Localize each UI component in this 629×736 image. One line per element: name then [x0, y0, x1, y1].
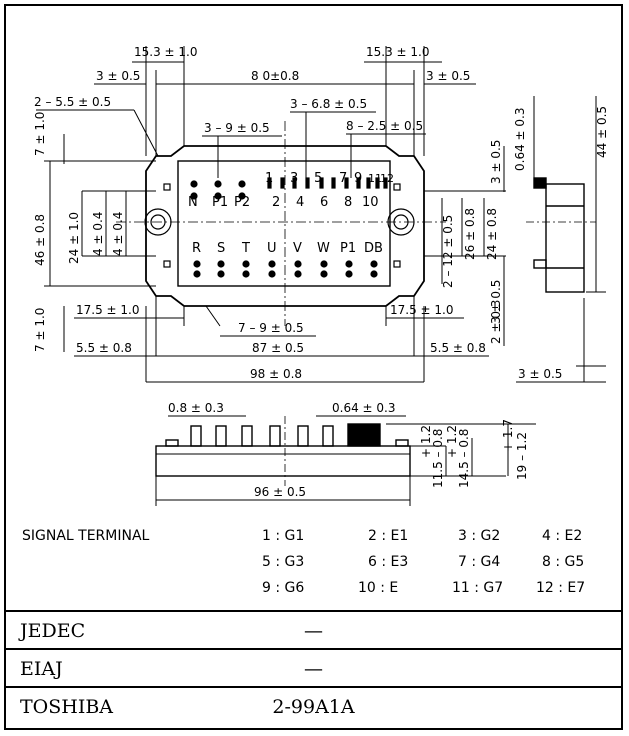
dim-right-3a: 3 ± 0.5 — [489, 140, 503, 184]
toshiba-value: 2-99A1A — [272, 696, 355, 718]
right-dimension-lines — [424, 146, 506, 346]
signal-terminal-entry: 10 : E — [358, 580, 399, 596]
signal-terminal-entry: 9 : G6 — [262, 580, 305, 596]
terminal-label: S — [217, 241, 225, 256]
dim-bottom-7-9: 7 – 9 ± 0.5 — [238, 321, 304, 335]
pin-number: 12 — [380, 172, 394, 185]
dim-right-26: 26 ± 0.8 — [463, 208, 477, 260]
jedec-row: JEDEC — — [6, 610, 621, 650]
dim-front-19-a: 19 – 1.2 — [515, 432, 529, 480]
pin-number: 7 — [339, 171, 347, 186]
dim-top-right-15-3: 15.3 ± 1.0 — [366, 45, 430, 59]
dim-left-5-5: 5.5 ± 0.8 — [76, 341, 132, 355]
pin-number: 10 — [362, 195, 379, 210]
dim-pins-8-2-5: 8 – 2.5 ± 0.5 — [346, 119, 423, 133]
pin-number: 4 — [296, 195, 304, 210]
terminal-label: R — [192, 241, 201, 256]
dim-front-0-8: 0.8 ± 0.3 — [168, 401, 224, 415]
pin-labels: 1 3 5 7 9 11 12 2 4 6 8 10 N P1 P2 R S T… — [188, 171, 394, 256]
dim-center-80: 8 0±0.8 — [251, 69, 299, 83]
left-dimension-lines — [44, 134, 156, 287]
dim-front-14-5-b: + 1.2 — [445, 425, 459, 458]
terminal-label: U — [267, 241, 277, 256]
eiaj-value: — — [304, 658, 323, 680]
terminal-label: W — [317, 241, 330, 256]
terminal-label: N — [188, 195, 198, 210]
dim-left-46: 46 ± 0.8 — [33, 214, 47, 266]
dim-right-24: 24 ± 0.8 — [485, 208, 499, 260]
pin-number: 1 — [265, 171, 273, 186]
terminal-label: DB — [364, 241, 383, 256]
terminal-label: T — [241, 241, 250, 256]
drawing-frame: 15.3 ± 1.0 15.3 ± 1.0 3 ± 0.5 8 0±0.8 3 … — [4, 4, 623, 730]
jedec-label: JEDEC — [20, 620, 86, 642]
terminal-label: P2 — [234, 195, 250, 210]
dim-front-96: 96 ± 0.5 — [254, 485, 306, 499]
dim-pins-3-6-8: 3 – 6.8 ± 0.5 — [290, 97, 367, 111]
dim-front-11-5-a: 11.5 – 0.8 — [431, 429, 445, 488]
jedec-value: — — [304, 620, 323, 642]
dim-top-left-15-3: 15.3 ± 1.0 — [134, 45, 198, 59]
eiaj-label: EIAJ — [20, 658, 63, 680]
dim-holes: 2 – 5.5 ± 0.5 — [34, 95, 111, 109]
pin-number: 8 — [344, 195, 352, 210]
toshiba-row: TOSHIBA 2-99A1A — [6, 686, 621, 728]
signal-terminal-entry: 3 : G2 — [458, 528, 501, 544]
terminal-label: P1 — [340, 241, 356, 256]
signal-terminal-entry: 7 : G4 — [458, 554, 501, 570]
terminal-label: V — [293, 241, 302, 256]
side-view — [516, 96, 606, 383]
dim-left-4b: 4 ± 0.4 — [111, 212, 125, 256]
toshiba-label: TOSHIBA — [20, 696, 114, 718]
front-view — [155, 415, 536, 506]
pin-number: 3 — [290, 171, 298, 186]
signal-terminal-entry: 12 : E7 — [536, 580, 586, 596]
pin-number: 9 — [354, 171, 362, 186]
signal-terminal-entry: 5 : G3 — [262, 554, 305, 570]
bottom-dimension-lines — [63, 296, 489, 383]
dim-side-44: 44 ± 0.5 — [595, 106, 609, 158]
dim-right-3: 3 ± 0.5 — [426, 69, 470, 83]
pin-number: 2 — [272, 195, 280, 210]
signal-terminal-entry: 4 : E2 — [542, 528, 583, 544]
main-terminals-top — [190, 180, 246, 200]
dim-right-3b: 3 ± 0.5 — [489, 280, 503, 324]
dim-right-5-5: 5.5 ± 0.8 — [430, 341, 486, 355]
dim-left-7: 7 ± 1.0 — [33, 112, 47, 156]
dim-front-11-5-b: + 1.2 — [419, 425, 433, 458]
dim-left-7-1: 7 ± 1.0 — [33, 308, 47, 352]
eiaj-row: EIAJ — — [6, 648, 621, 688]
top-dimension-lines — [36, 46, 476, 178]
dim-left-4a: 4 ± 0.4 — [91, 212, 105, 256]
dim-left-24: 24 ± 1.0 — [67, 212, 81, 264]
signal-terminal-entry: 2 : E1 — [368, 528, 409, 544]
top-view-package — [116, 121, 446, 326]
dim-left-17-5: 17.5 ± 1.0 — [76, 303, 140, 317]
dim-right-2: 2 ± 0.3 — [489, 300, 503, 344]
dim-right-0-64: 0.64 ± 0.3 — [513, 108, 527, 172]
signal-terminal-entry: 1 : G1 — [262, 528, 305, 544]
dim-side-3: 3 ± 0.5 — [518, 367, 562, 381]
dim-overall-98: 98 ± 0.8 — [250, 367, 302, 381]
main-terminals-bottom — [193, 260, 378, 278]
signal-terminal-entry: 11 : G7 — [452, 580, 504, 596]
signal-pins — [267, 177, 388, 189]
dimension-labels: 15.3 ± 1.0 15.3 ± 1.0 3 ± 0.5 8 0±0.8 3 … — [33, 45, 609, 499]
pin-number: 11 — [368, 172, 382, 185]
terminal-label: P1 — [212, 195, 228, 210]
mechanical-drawing: 15.3 ± 1.0 15.3 ± 1.0 3 ± 0.5 8 0±0.8 3 … — [33, 45, 609, 506]
dim-right-2-12: 2 – 12 ± 0.5 — [441, 215, 455, 288]
signal-terminal-title: SIGNAL TERMINAL — [22, 528, 150, 544]
dim-right-17-5: 17.5 ± 1.0 — [390, 303, 454, 317]
pin-number: 5 — [314, 171, 322, 186]
dim-left-3: 3 ± 0.5 — [96, 69, 140, 83]
dim-pins-3-9: 3 – 9 ± 0.5 — [204, 121, 270, 135]
pin-number: 6 — [320, 195, 328, 210]
dim-front-19-b: + 1.7 — [501, 419, 515, 452]
dim-front-0-64: 0.64 ± 0.3 — [332, 401, 396, 415]
signal-terminal-entry: 8 : G5 — [542, 554, 585, 570]
dim-center-87: 87 ± 0.5 — [252, 341, 304, 355]
signal-terminal-entry: 6 : E3 — [368, 554, 409, 570]
dim-front-14-5-a: 14.5 – 0.8 — [457, 429, 471, 488]
